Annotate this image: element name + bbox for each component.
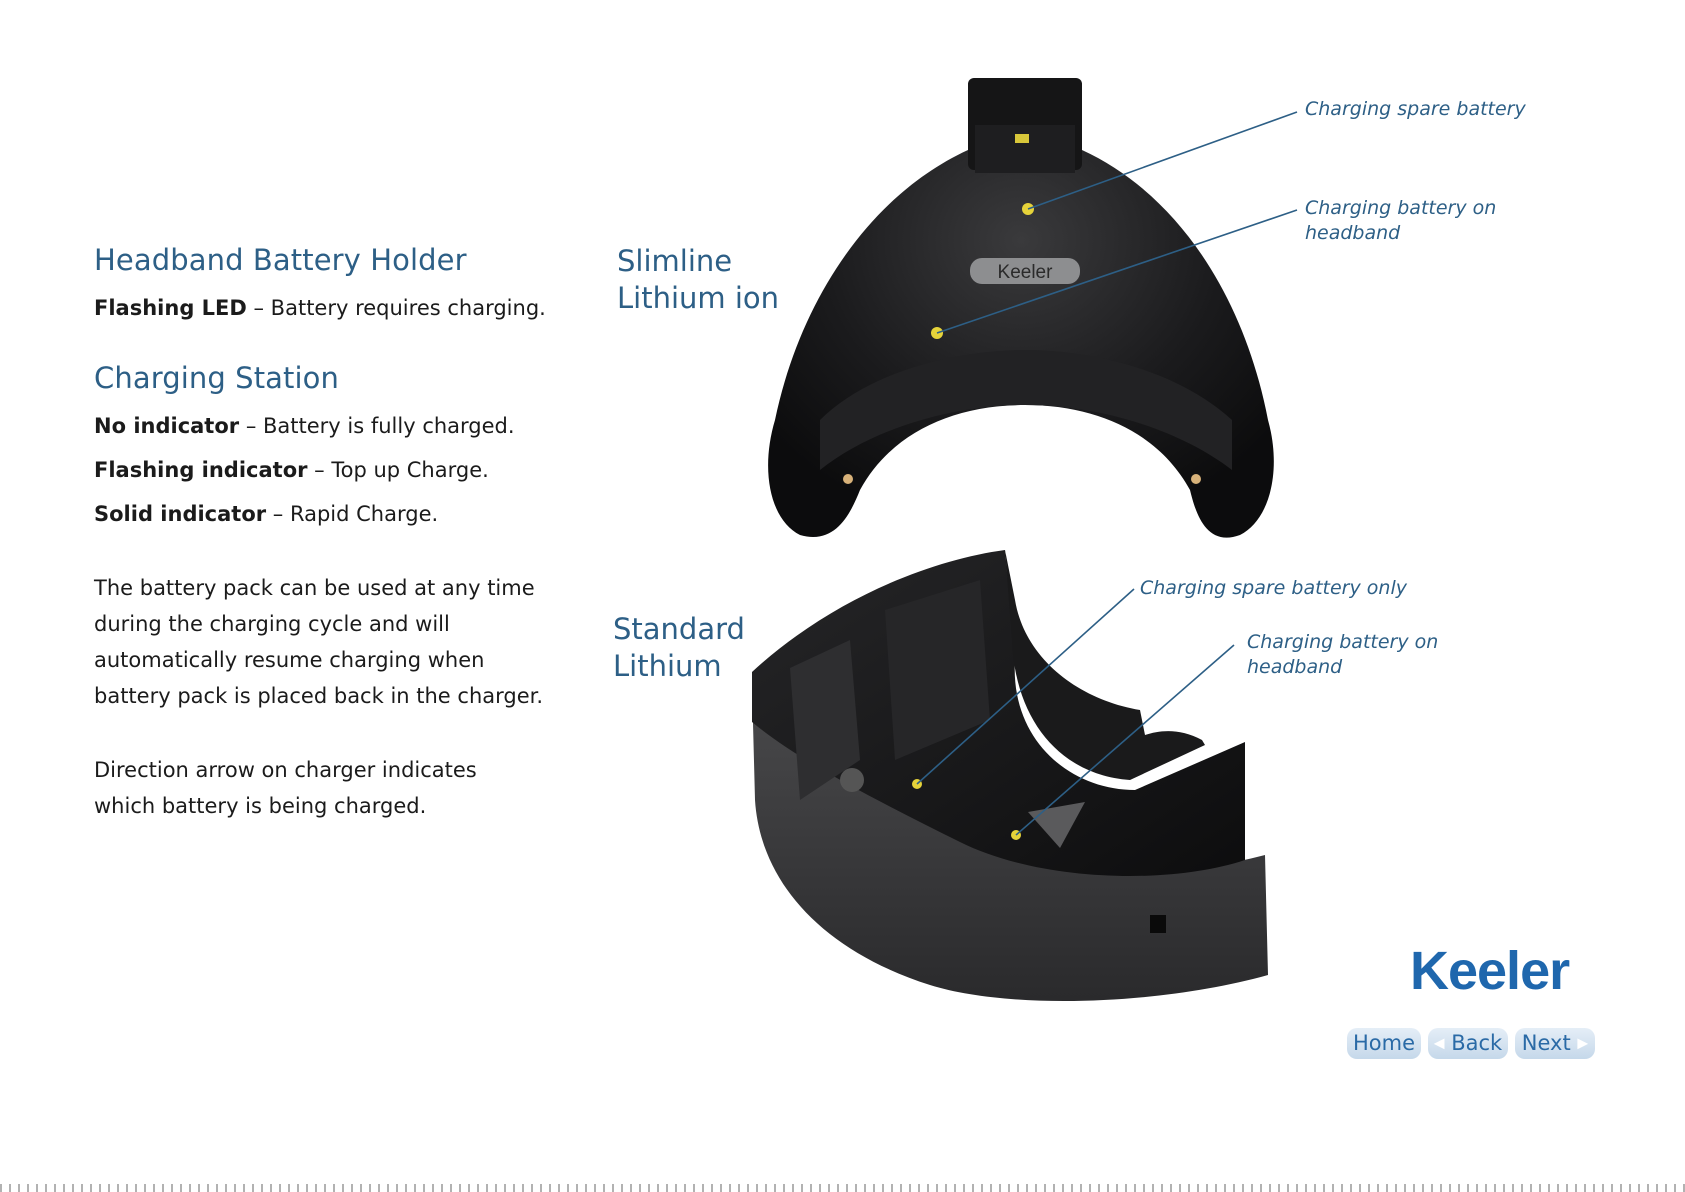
indicator-text: – Top up Charge. [307, 458, 489, 482]
flashing-led-label: Flashing LED [94, 296, 247, 320]
device-logo-text: Keeler [998, 262, 1054, 283]
next-button-label: Next [1521, 1031, 1571, 1055]
callout-line: headband [1247, 656, 1343, 678]
home-button[interactable]: Home [1347, 1028, 1421, 1059]
standard-charger-image [752, 550, 1268, 1002]
indicator-label: Solid indicator [94, 502, 267, 526]
slimline-lithium-ion-label: Slimline Lithium ion [617, 243, 779, 317]
callout-line: Charging battery on [1247, 631, 1439, 653]
back-button[interactable]: ◀ Back [1428, 1028, 1508, 1059]
slimline-charger-image: Keeler [768, 78, 1274, 538]
paragraph-line: during the charging cycle and will [94, 612, 450, 636]
callout-std-spare-battery: Charging spare battery only [1140, 576, 1407, 601]
chevron-left-icon: ◀ [1433, 1035, 1445, 1052]
callout-leader-line [1027, 111, 1298, 210]
charging-cycle-paragraph: The battery pack can be used at any time… [94, 570, 554, 714]
back-button-label: Back [1451, 1031, 1503, 1055]
flashing-led-line: Flashing LED – Battery requires charging… [94, 296, 546, 320]
paragraph-line: battery pack is placed back in the charg… [94, 684, 544, 708]
label-line: Lithium [613, 649, 722, 683]
callout-leader-line [1015, 644, 1235, 836]
callout-leader-line [916, 588, 1135, 785]
callout-line: Charging battery on [1305, 197, 1497, 219]
direction-arrow-paragraph: Direction arrow on charger indicates whi… [94, 752, 554, 824]
keeler-logo: Keeler [1410, 941, 1570, 1001]
charging-station-heading: Charging Station [94, 361, 339, 395]
callout-line: Charging spare battery only [1140, 577, 1407, 599]
home-button-label: Home [1352, 1031, 1415, 1055]
flashing-indicator-line: Flashing indicator – Top up Charge. [94, 458, 489, 482]
next-button[interactable]: Next ▶ [1515, 1028, 1595, 1059]
paragraph-line: which battery is being charged. [94, 794, 427, 818]
headband-battery-holder-heading: Headband Battery Holder [94, 243, 467, 277]
callout-std-headband-battery: Charging battery on headband [1247, 630, 1438, 680]
callout-line: headband [1305, 222, 1401, 244]
label-line: Slimline [617, 244, 733, 278]
callout-line: Charging spare battery [1305, 98, 1526, 120]
paragraph-line: Direction arrow on charger indicates [94, 758, 477, 782]
paragraph-line: The battery pack can be used at any time [94, 576, 535, 600]
indicator-label: Flashing indicator [94, 458, 308, 482]
callout-slim-spare-battery: Charging spare battery [1305, 97, 1526, 122]
label-line: Standard [613, 612, 745, 646]
paragraph-line: automatically resume charging when [94, 648, 485, 672]
callout-leader-line [936, 209, 1298, 334]
direction-arrow-icon [1015, 134, 1029, 143]
indicator-text: – Rapid Charge. [266, 502, 439, 526]
flashing-led-text: – Battery requires charging. [246, 296, 546, 320]
solid-indicator-line: Solid indicator – Rapid Charge. [94, 502, 438, 526]
callout-slim-headband-battery: Charging battery on headband [1305, 196, 1496, 246]
indicator-label: No indicator [94, 414, 240, 438]
label-line: Lithium ion [617, 281, 780, 315]
indicator-text: – Battery is fully charged. [239, 414, 515, 438]
footer-strip [0, 1184, 1685, 1192]
chevron-right-icon: ▶ [1577, 1035, 1589, 1052]
no-indicator-line: No indicator – Battery is fully charged. [94, 414, 515, 438]
standard-lithium-label: Standard Lithium [613, 611, 745, 685]
